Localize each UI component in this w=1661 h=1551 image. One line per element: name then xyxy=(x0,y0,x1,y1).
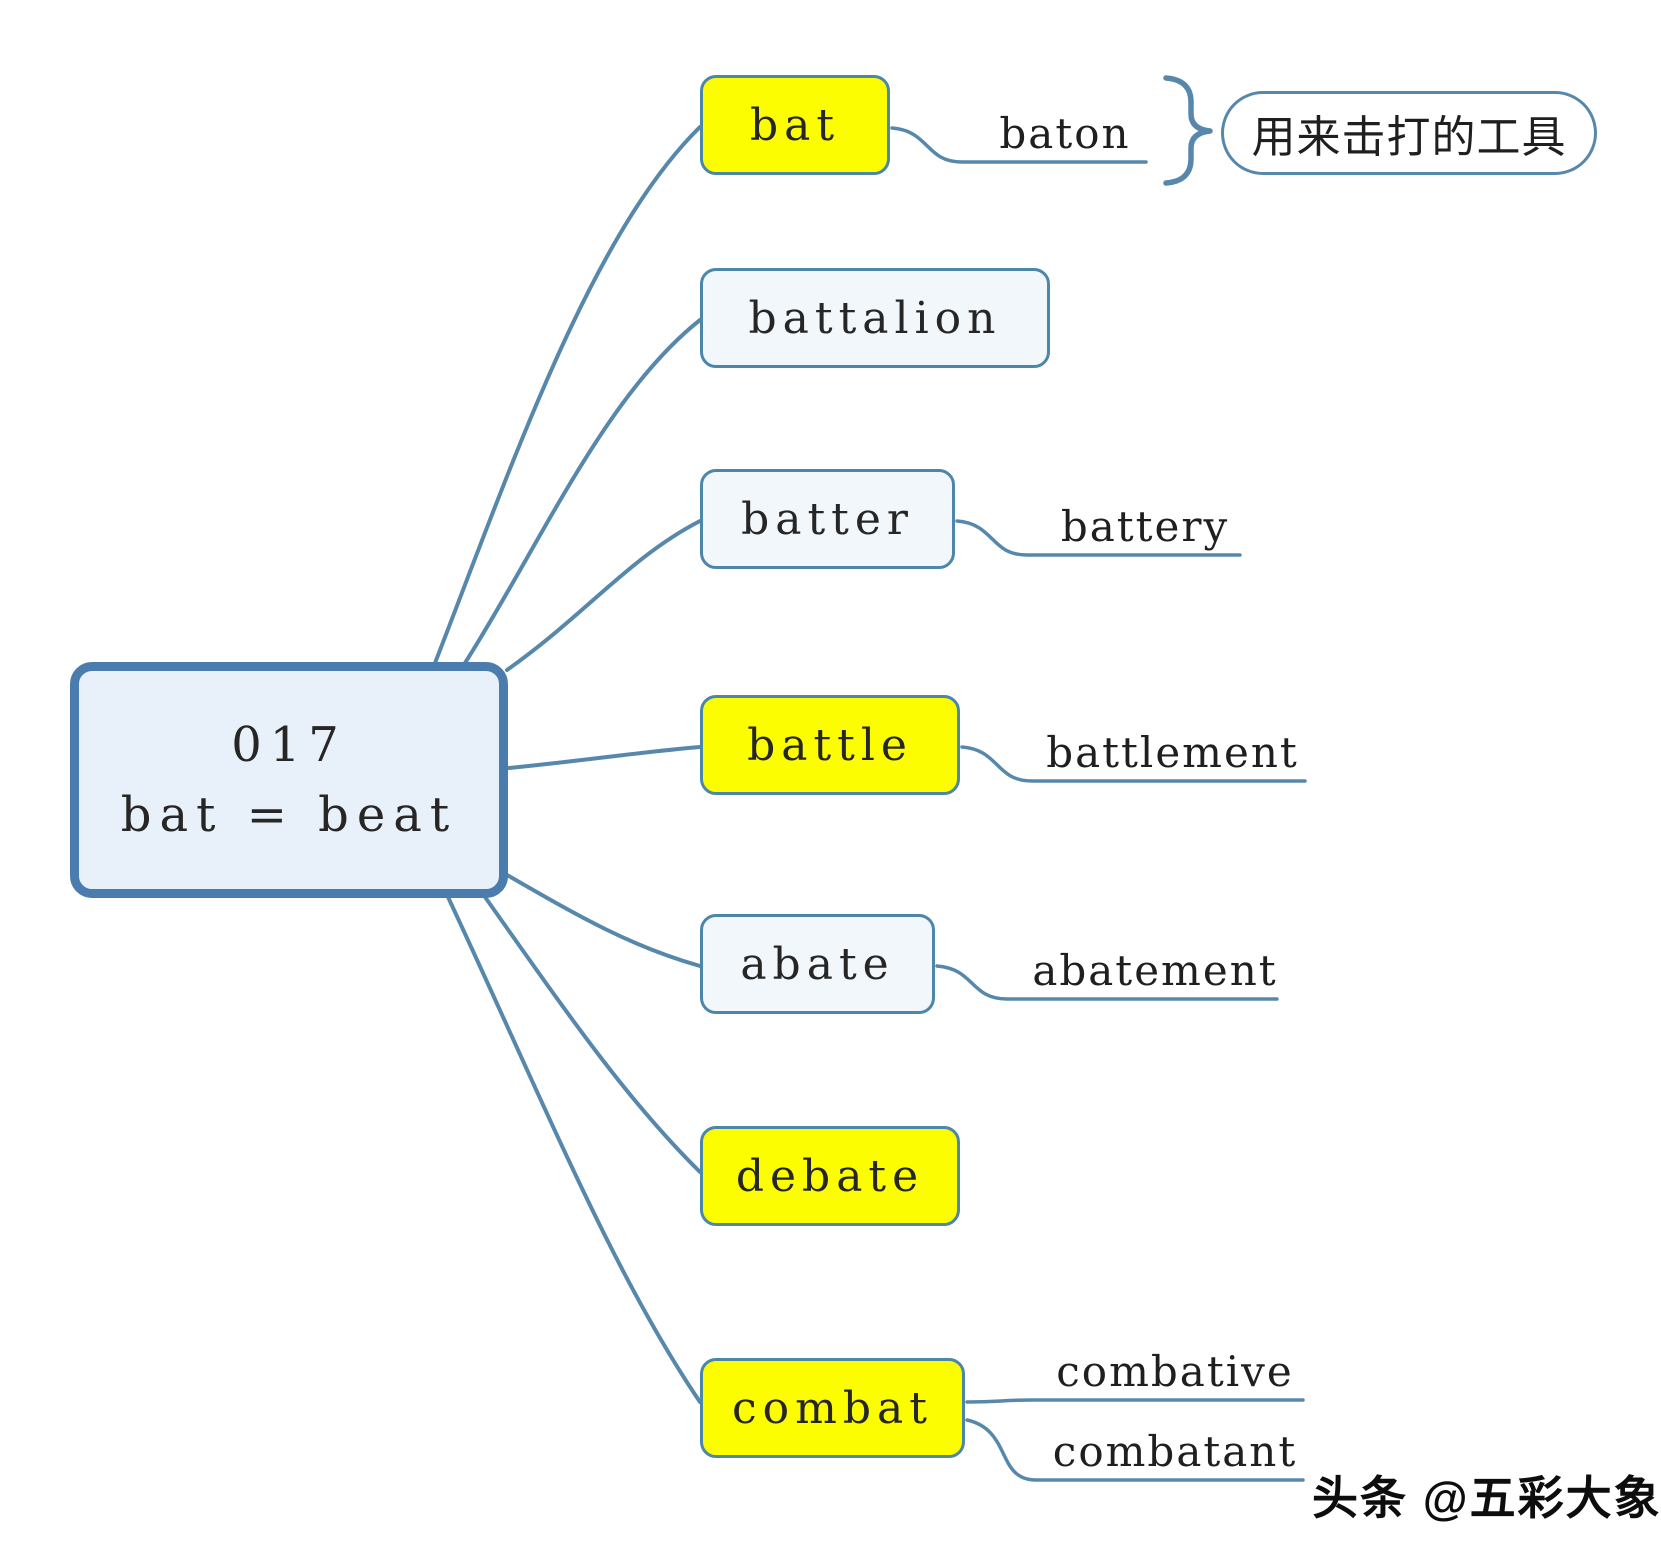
edge-root-bat xyxy=(433,125,702,665)
node-combat[interactable]: combat xyxy=(700,1358,965,1458)
node-battle[interactable]: battle xyxy=(700,695,960,795)
node-battalion[interactable]: battalion xyxy=(700,268,1050,368)
edge-root-battle xyxy=(507,745,702,770)
root-node-number: 017 xyxy=(231,717,347,773)
edge-combat-combative xyxy=(965,1398,1305,1404)
derivative-battlement[interactable]: battlement xyxy=(1046,728,1299,777)
edge-root-batter xyxy=(505,519,702,672)
edge-batter-battery xyxy=(955,519,1242,557)
edge-battle-battlement xyxy=(960,745,1307,783)
edge-combat-combatant xyxy=(965,1418,1305,1482)
edge-root-battalion xyxy=(463,318,702,665)
node-bat[interactable]: bat xyxy=(700,75,890,175)
brace-icon xyxy=(1163,75,1213,186)
derivative-combatant[interactable]: combatant xyxy=(1052,1427,1298,1476)
edge-abate-abatement xyxy=(935,964,1279,1001)
root-node-formula: bat = beat xyxy=(120,787,458,843)
node-batter[interactable]: batter xyxy=(700,469,955,569)
edge-root-abate xyxy=(505,873,702,968)
derivative-baton[interactable]: baton xyxy=(999,109,1131,158)
derivative-abatement[interactable]: abatement xyxy=(1032,946,1278,995)
watermark: 头条 @五彩大象 xyxy=(1312,1472,1661,1524)
derivative-combative[interactable]: combative xyxy=(1056,1347,1294,1396)
node-debate[interactable]: debate xyxy=(700,1126,960,1226)
edge-root-debate xyxy=(483,895,702,1174)
root-node[interactable]: 017 bat = beat xyxy=(70,662,508,898)
edge-root-combat xyxy=(446,895,702,1404)
node-abate[interactable]: abate xyxy=(700,914,935,1014)
edge-bat-baton xyxy=(890,126,1148,164)
note-bubble[interactable]: 用来击打的工具 xyxy=(1221,91,1597,175)
derivative-battery[interactable]: battery xyxy=(1060,502,1230,551)
